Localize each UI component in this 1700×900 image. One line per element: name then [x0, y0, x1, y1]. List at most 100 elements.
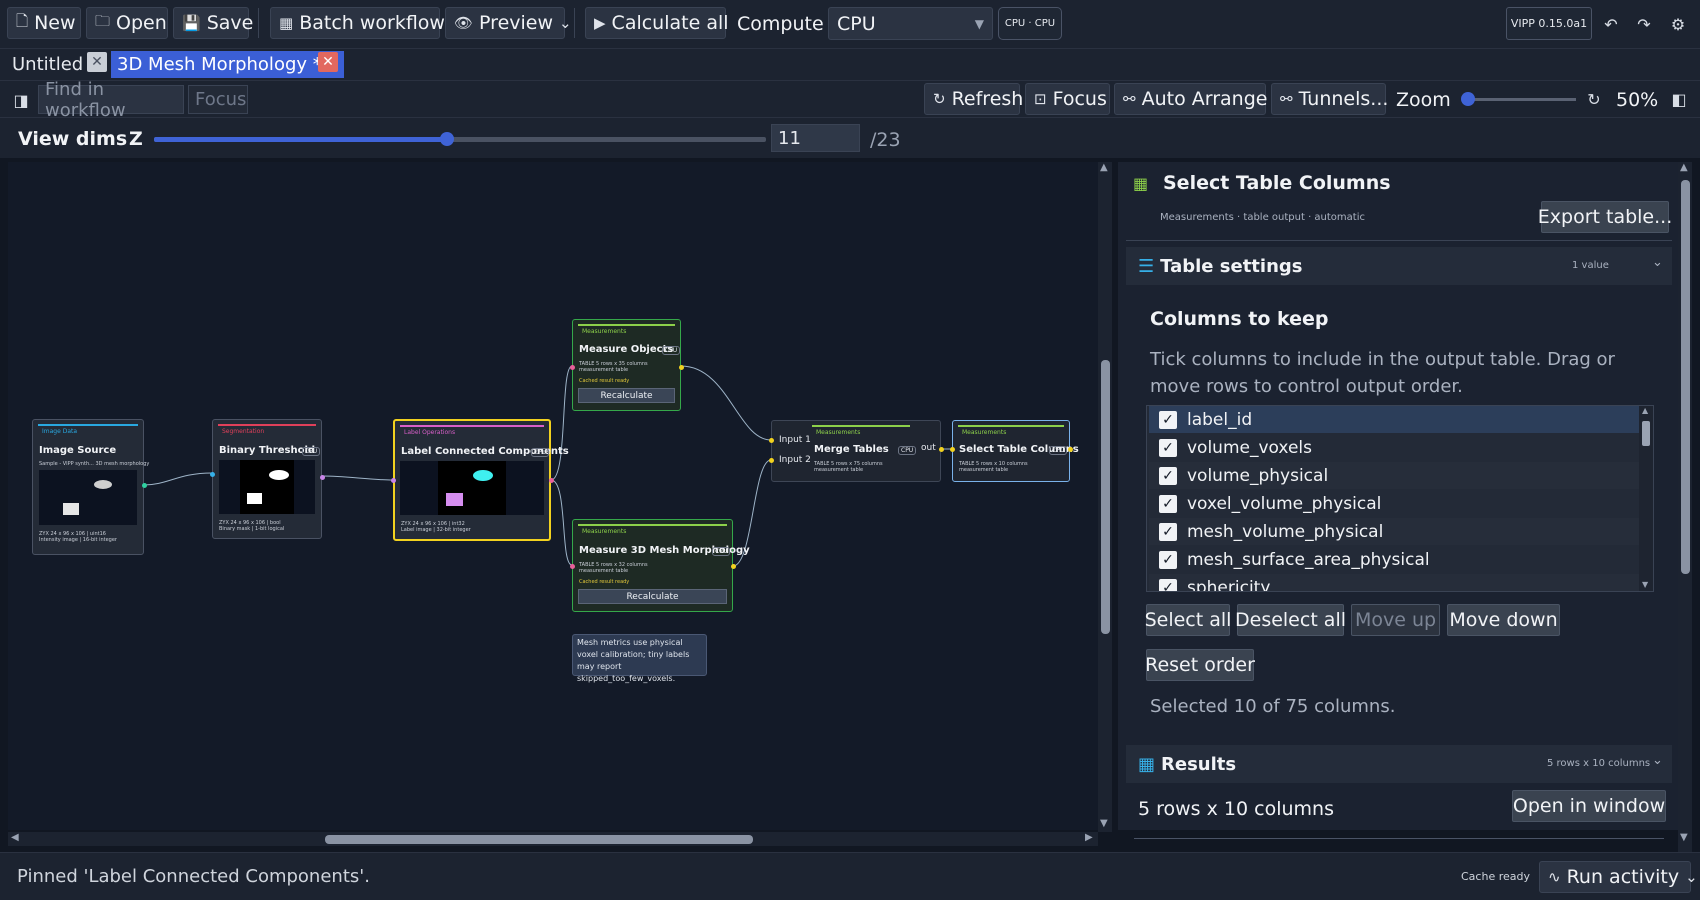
results-section-header[interactable]: ▦ Results 5 rows x 10 columns ⌄: [1126, 745, 1672, 783]
scrollbar-thumb[interactable]: [1101, 360, 1110, 634]
workflow-canvas[interactable]: Image Data Image Source Sample - VIPP sy…: [8, 162, 1098, 830]
scroll-up-icon[interactable]: ▲: [1642, 406, 1649, 415]
input-port[interactable]: [950, 447, 955, 452]
input-port[interactable]: [769, 438, 774, 443]
export-table-button[interactable]: Export table...: [1538, 201, 1672, 233]
zoom-slider[interactable]: [1461, 92, 1576, 106]
move-down-button[interactable]: Move down: [1447, 604, 1560, 636]
batch-workflow-button[interactable]: ▦Batch workflow: [270, 7, 445, 39]
checkbox[interactable]: ✓: [1159, 522, 1177, 541]
list-item[interactable]: ✓sphericity: [1149, 574, 1641, 591]
input-port[interactable]: [210, 472, 215, 477]
tab-3d-mesh-morphology[interactable]: 3D Mesh Morphology *: [111, 51, 344, 78]
play-icon: ▶: [594, 14, 606, 32]
checkbox[interactable]: ✓: [1159, 438, 1177, 457]
scroll-up-icon[interactable]: ▲: [1100, 162, 1108, 173]
save-button[interactable]: 💾Save: [173, 7, 253, 39]
canvas-vertical-scrollbar[interactable]: ▲ ▼: [1098, 162, 1112, 832]
input-port[interactable]: [769, 458, 774, 463]
panel-toggle-icon[interactable]: ◧: [1671, 89, 1687, 109]
panel-vertical-scrollbar[interactable]: ▲ ▼: [1678, 162, 1692, 852]
input-port[interactable]: [570, 564, 575, 569]
node-meta: measurement table: [814, 467, 864, 473]
output-port[interactable]: [320, 475, 325, 480]
open-in-window-button[interactable]: Open in window: [1512, 790, 1666, 822]
new-button[interactable]: 🗋New: [7, 7, 81, 39]
chevron-down-icon: ⌄: [1652, 753, 1663, 768]
list-item[interactable]: ✓mesh_surface_area_physical: [1149, 546, 1641, 573]
node-image-source[interactable]: Image Data Image Source Sample - VIPP sy…: [32, 419, 149, 555]
scroll-down-icon[interactable]: ▼: [1642, 580, 1649, 589]
scrollbar-thumb[interactable]: [325, 835, 753, 844]
output-port[interactable]: [1068, 447, 1073, 452]
calculate-all-button[interactable]: ▶Calculate all: [585, 7, 729, 39]
node-label-connected-components[interactable]: Label Operations Label Connected Compone…: [391, 419, 569, 541]
zoom-slider-handle[interactable]: [1461, 92, 1475, 106]
node-measure-objects[interactable]: Measurements Measure Objects CPU TABLE 5…: [570, 319, 684, 411]
recalculate-button[interactable]: Recalculate: [578, 589, 727, 604]
tab-untitled[interactable]: Untitled: [12, 54, 84, 75]
run-activity-button[interactable]: ∿Run activity⌄: [1539, 861, 1698, 893]
canvas-horizontal-scrollbar[interactable]: ◀ ▶: [8, 832, 1098, 846]
checkbox[interactable]: ✓: [1159, 494, 1177, 513]
reset-order-button[interactable]: Reset order: [1145, 649, 1255, 681]
preview-button[interactable]: 👁Preview⌄: [445, 7, 572, 39]
sidebar-toggle-icon[interactable]: ◨: [13, 90, 29, 110]
list-item[interactable]: ✓voxel_volume_physical: [1149, 490, 1641, 517]
reset-zoom-icon[interactable]: ↻: [1587, 89, 1601, 109]
output-port[interactable]: [679, 365, 684, 370]
redo-icon[interactable]: ↷: [1637, 14, 1651, 34]
list-item[interactable]: ✓volume_voxels: [1149, 434, 1641, 461]
output-port[interactable]: [731, 564, 736, 569]
undo-icon[interactable]: ↶: [1604, 14, 1618, 34]
z-slider[interactable]: [154, 132, 766, 146]
dropdown-arrow-icon: ▼: [974, 16, 984, 31]
output-port[interactable]: [549, 478, 554, 483]
list-item[interactable]: ✓label_id: [1149, 406, 1641, 433]
node-measure-3d-mesh-morphology[interactable]: Measurements Measure 3D Mesh Morphology …: [570, 519, 750, 612]
find-in-workflow-input[interactable]: Find in workflow: [38, 79, 184, 121]
z-value-input[interactable]: 11: [771, 124, 860, 152]
list-item[interactable]: ✓mesh_volume_physical: [1149, 518, 1641, 545]
list-scrollbar[interactable]: ▲ ▼: [1639, 406, 1653, 591]
auto-arrange-button[interactable]: ⚯Auto Arrange: [1114, 83, 1267, 115]
scrollbar-thumb[interactable]: [1642, 421, 1650, 446]
open-button[interactable]: 🗀Open: [86, 7, 168, 39]
workflow-note[interactable]: Mesh metrics use physical voxel calibrat…: [572, 634, 707, 683]
input-port[interactable]: [570, 365, 575, 370]
close-icon[interactable]: ✕: [87, 52, 107, 72]
scroll-down-icon[interactable]: ▼: [1100, 818, 1108, 829]
checkbox[interactable]: ✓: [1159, 550, 1177, 569]
scroll-down-icon[interactable]: ▼: [1680, 832, 1688, 843]
focus-button[interactable]: ⊡Focus: [1025, 83, 1110, 115]
compute-select[interactable]: CPU▼: [828, 7, 993, 40]
scroll-left-icon[interactable]: ◀: [11, 832, 19, 843]
scrollbar-thumb[interactable]: [1681, 180, 1690, 574]
close-icon[interactable]: ✕: [318, 52, 338, 72]
deselect-all-button[interactable]: Deselect all: [1235, 604, 1346, 636]
output-port[interactable]: [142, 483, 147, 488]
z-slider-handle[interactable]: [440, 132, 454, 146]
input-port[interactable]: [391, 478, 396, 483]
output-port[interactable]: [939, 447, 944, 452]
table-settings-section-header[interactable]: ☰ Table settings 1 value ⌄: [1126, 247, 1672, 285]
node-binary-threshold[interactable]: Segmentation Binary Threshold CPU ZYX 24…: [210, 419, 325, 539]
refresh-button[interactable]: ↻Refresh: [924, 83, 1023, 115]
chevron-down-icon: ⌄: [1685, 868, 1698, 886]
scroll-right-icon[interactable]: ▶: [1085, 832, 1093, 843]
node-merge-tables[interactable]: Measurements Input 1 Input 2 Merge Table…: [769, 420, 944, 482]
move-up-button[interactable]: Move up: [1351, 604, 1440, 636]
list-item[interactable]: ✓volume_physical: [1149, 462, 1641, 489]
checkbox[interactable]: ✓: [1159, 466, 1177, 485]
tunnels-button[interactable]: ⚯Tunnels...: [1271, 83, 1388, 115]
gear-icon[interactable]: ⚙: [1670, 14, 1686, 34]
focus-input[interactable]: Focus: [188, 85, 248, 114]
select-all-button[interactable]: Select all: [1145, 604, 1231, 636]
recalculate-button[interactable]: Recalculate: [578, 388, 675, 403]
columns-list[interactable]: ✓label_id ✓volume_voxels ✓volume_physica…: [1146, 405, 1654, 592]
scroll-up-icon[interactable]: ▲: [1680, 162, 1688, 173]
checkbox[interactable]: ✓: [1159, 578, 1177, 591]
node-title: Image Source: [39, 445, 117, 456]
node-select-table-columns[interactable]: Measurements Select Table Columns CPU TA…: [950, 420, 1079, 482]
checkbox[interactable]: ✓: [1159, 410, 1177, 429]
